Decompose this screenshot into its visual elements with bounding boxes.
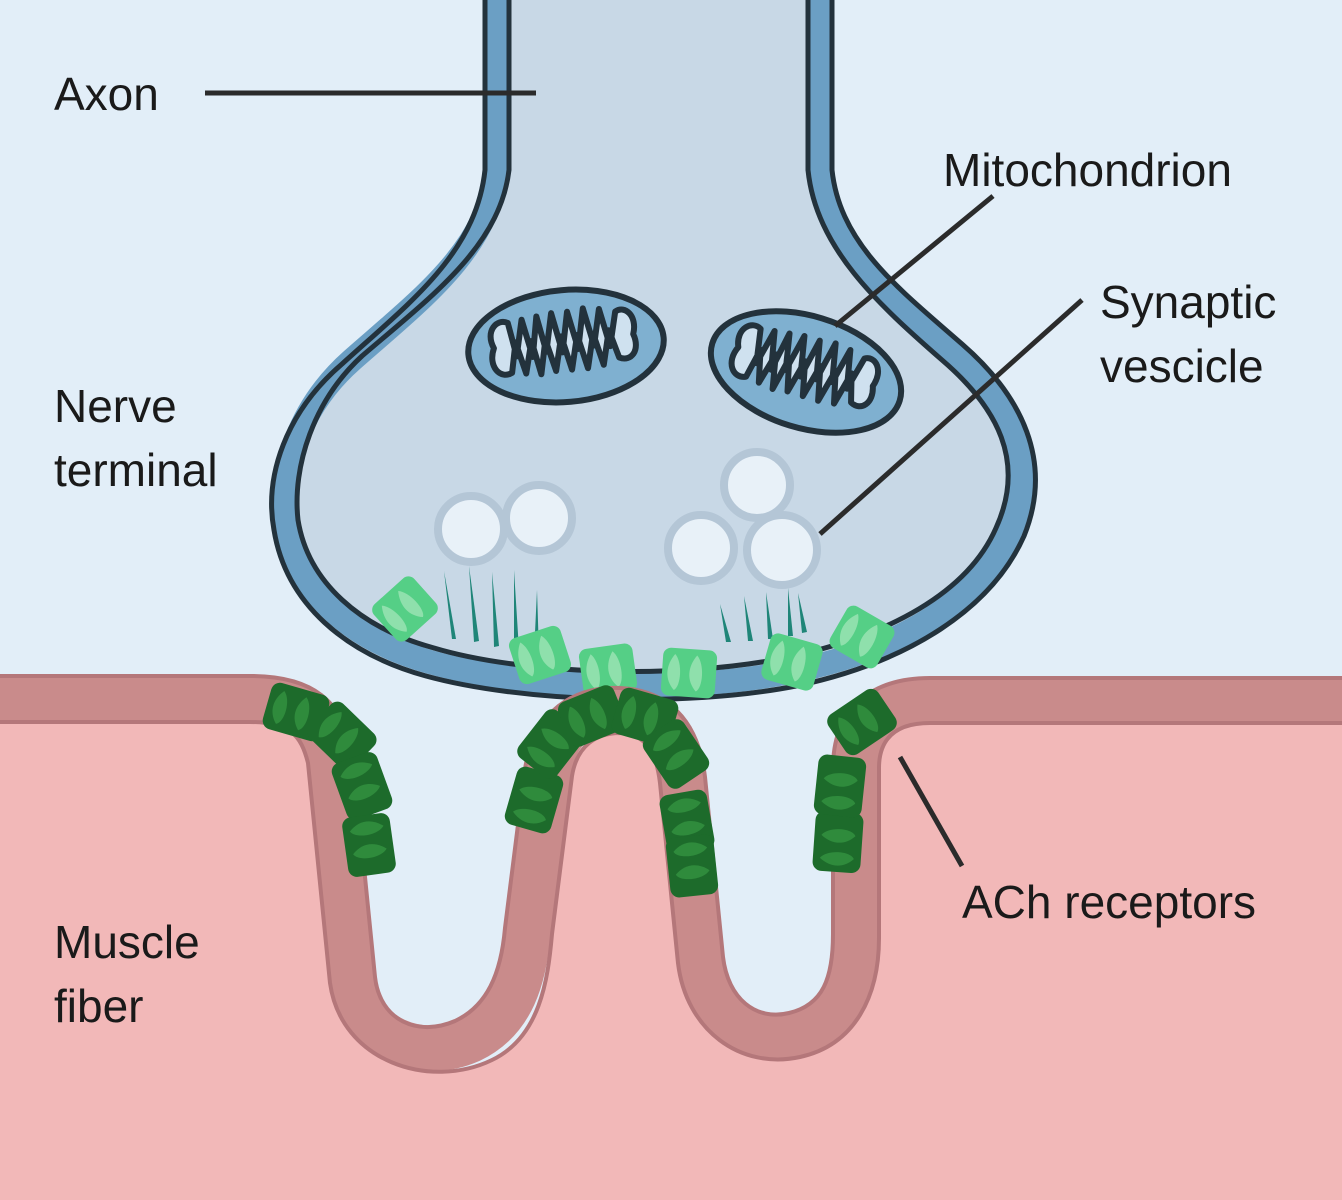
muscle-fiber-interior bbox=[0, 721, 1342, 1200]
leader-line-synaptic-vesicle bbox=[818, 298, 1084, 536]
label-axon: Axon bbox=[54, 68, 159, 120]
release-channel bbox=[660, 647, 718, 699]
spike-cluster-left bbox=[444, 566, 539, 654]
synaptic-vesicle bbox=[743, 511, 821, 589]
ach-receptor bbox=[341, 811, 397, 879]
label-nerve-terminal-line2: terminal bbox=[54, 444, 218, 496]
synaptic-vesicle-group bbox=[434, 448, 821, 589]
label-muscle-fiber-line2: fiber bbox=[54, 980, 143, 1032]
synaptic-vesicle bbox=[434, 492, 508, 566]
synaptic-vesicle bbox=[720, 448, 794, 522]
synaptic-vesicle bbox=[502, 481, 576, 555]
label-muscle-fiber-line1: Muscle bbox=[54, 916, 200, 968]
label-nerve-terminal-line1: Nerve bbox=[54, 380, 177, 432]
label-mitochondrion: Mitochondrion bbox=[943, 144, 1232, 196]
spike-cluster-right bbox=[720, 588, 807, 642]
label-ach-receptors: ACh receptors bbox=[962, 876, 1256, 928]
leader-line-mitochondrion bbox=[833, 194, 995, 328]
label-synaptic-vesicle-line1: Synaptic bbox=[1100, 276, 1276, 328]
synaptic-vesicle bbox=[664, 511, 738, 585]
ach-receptor bbox=[664, 833, 720, 899]
ach-receptor bbox=[812, 753, 868, 819]
leader-line-ach-receptors bbox=[897, 755, 965, 868]
muscle-membrane-outline-top bbox=[0, 674, 1342, 1030]
label-synaptic-vesicle-line2: vescicle bbox=[1100, 340, 1264, 392]
ach-receptor bbox=[811, 810, 865, 874]
